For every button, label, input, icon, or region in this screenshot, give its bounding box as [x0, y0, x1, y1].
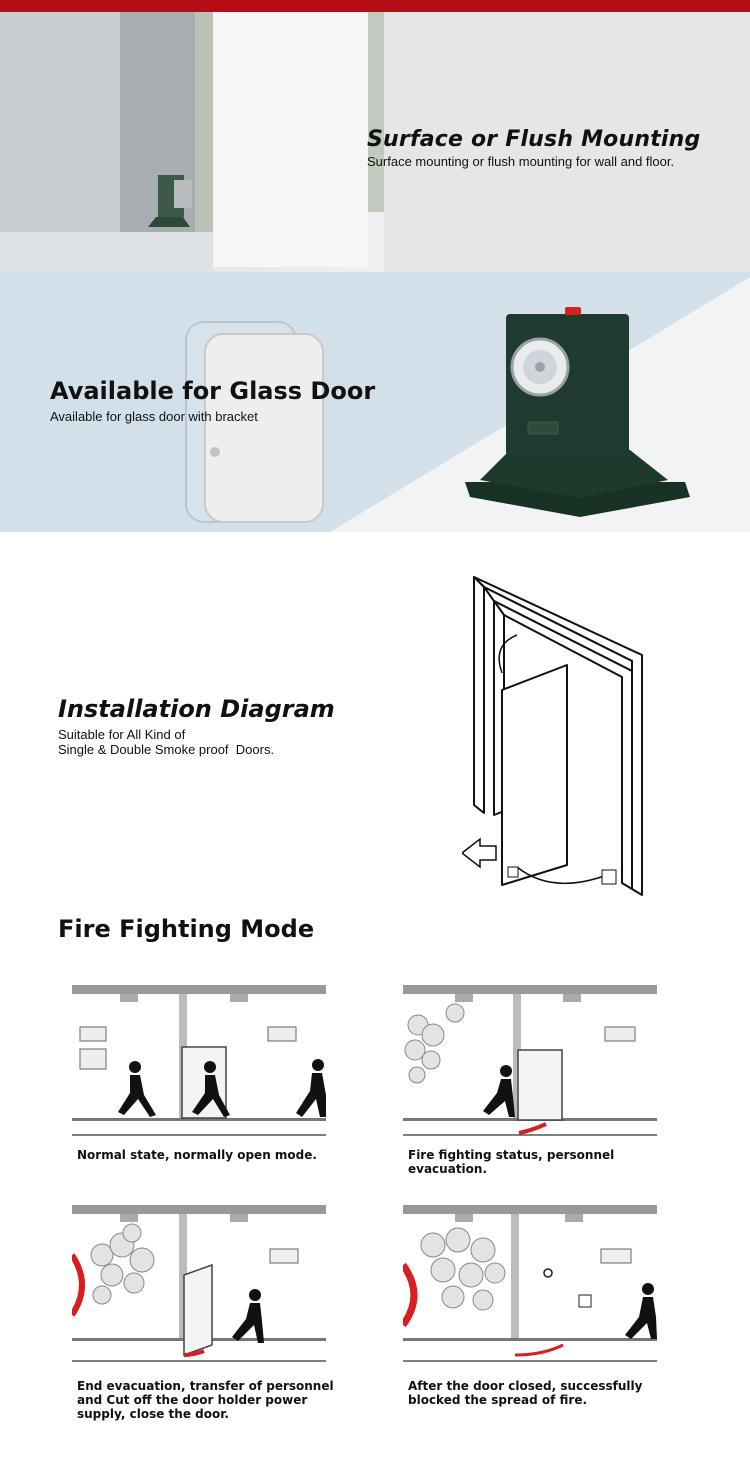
mounting-section: Surface or Flush Mounting Surface mounti… — [0, 12, 750, 272]
fire-fighting-title: Fire Fighting Mode — [58, 915, 315, 943]
running-person-icon — [232, 1289, 264, 1343]
smoke-cloud — [90, 1223, 155, 1305]
glass-door-photo — [0, 272, 750, 532]
smoke-cloud — [420, 1227, 506, 1311]
smoke-detector-icon — [455, 994, 473, 1002]
running-person-icon — [483, 1065, 515, 1117]
smoke-detector-icon — [563, 994, 581, 1002]
running-person-icon — [118, 1059, 326, 1117]
exit-sign-icon — [79, 1026, 107, 1042]
mounting-desc: Surface mounting or flush mounting for w… — [367, 154, 675, 169]
fire-caption-evacuation: Fire fighting status, personnel evacuati… — [408, 1148, 615, 1176]
exit-sign-icon — [600, 1248, 632, 1264]
smoke-detector-icon — [230, 1214, 248, 1222]
fire-caption-close: End evacuation, transfer of personnel an… — [77, 1379, 334, 1421]
fire-caption-normal: Normal state, normally open mode. — [77, 1148, 317, 1162]
smoke-detector-icon — [120, 994, 138, 1002]
glass-door-title: Available for Glass Door — [50, 377, 376, 405]
mounting-photo — [0, 12, 750, 272]
installation-line1: Suitable for All Kind of — [58, 727, 186, 742]
mounting-title: Surface or Flush Mounting — [367, 127, 701, 152]
glass-door-desc: Available for glass door with bracket — [50, 409, 258, 424]
door-holder-icon — [543, 1268, 553, 1278]
fire-caption-blocked: After the door closed, successfully bloc… — [408, 1379, 643, 1407]
smoke-detector-icon — [455, 1214, 473, 1222]
installation-line2: Single & Double Smoke proof Doors. — [58, 742, 275, 757]
exit-sign-icon — [604, 1026, 636, 1042]
installation-diagram — [462, 576, 643, 896]
top-accent-bar — [0, 0, 750, 12]
glass-door-section: Available for Glass Door Available for g… — [0, 272, 750, 532]
exit-sign-icon — [269, 1248, 299, 1264]
smoke-detector-icon — [120, 1214, 138, 1222]
fire-panel-evacuation — [403, 985, 657, 1145]
smoke-cloud — [404, 1003, 465, 1084]
installation-title: Installation Diagram — [58, 695, 335, 723]
fire-panel-normal — [72, 985, 326, 1145]
fire-panel-blocked — [403, 1205, 657, 1365]
fire-panel-close — [72, 1205, 326, 1365]
smoke-detector-icon — [565, 1214, 583, 1222]
smoke-detector-icon — [230, 994, 248, 1002]
running-person-icon — [625, 1283, 657, 1339]
exit-sign-icon — [267, 1026, 297, 1042]
